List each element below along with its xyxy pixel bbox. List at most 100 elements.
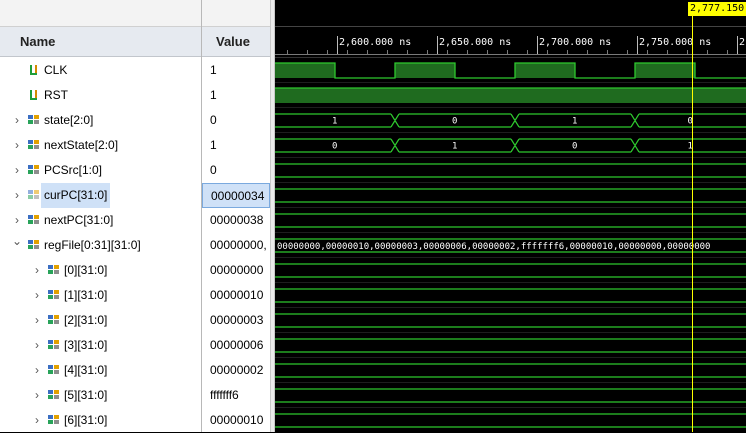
- signal-row-state-2-0[interactable]: › state[2:0]: [0, 108, 201, 133]
- signal-row-nextstate-2-0[interactable]: ›nextState[2:0]: [0, 133, 201, 158]
- signal-name: PCSrc[1:0]: [44, 163, 103, 177]
- bus-signal-icon: [28, 140, 39, 149]
- reg-0-waveform: [275, 263, 746, 278]
- value-cell[interactable]: 00000006: [202, 333, 270, 358]
- signal-value: 00000000,: [210, 238, 267, 252]
- value-cell[interactable]: 0: [202, 158, 270, 183]
- nextstate-value-label: 0: [332, 142, 337, 152]
- bus-signal-icon: [28, 240, 39, 249]
- signal-row-4-31-0[interactable]: › [4][31:0]: [0, 358, 201, 383]
- value-cell[interactable]: 00000002: [202, 358, 270, 383]
- value-cell[interactable]: 1: [202, 58, 270, 83]
- reg-4-waveform: [275, 363, 746, 378]
- signal-value: 00000002: [210, 363, 264, 377]
- clk-high-fill: [275, 63, 335, 78]
- value-cell[interactable]: 00000034: [202, 183, 270, 208]
- pane-splitter[interactable]: [270, 0, 275, 432]
- signal-name: RST: [44, 88, 68, 102]
- regfile-waveform: [275, 238, 746, 253]
- bit-signal-icon: [30, 65, 37, 75]
- state-value-label: 1: [332, 117, 337, 127]
- value-cell[interactable]: 00000000: [202, 258, 270, 283]
- reg-2-waveform: [275, 313, 746, 328]
- clk-high-fill: [395, 63, 455, 78]
- chevron-right-icon[interactable]: ›: [15, 113, 19, 127]
- signal-value: 00000000: [210, 263, 264, 277]
- cursor-time-label: 2,777.150: [688, 2, 746, 16]
- signal-value: 00000006: [210, 338, 264, 352]
- bus-signal-icon: [48, 315, 59, 324]
- rst-high-fill: [275, 88, 746, 103]
- chevron-right-icon[interactable]: ›: [35, 388, 39, 402]
- chevron-right-icon[interactable]: ›: [35, 413, 39, 427]
- signal-row-0-31-0[interactable]: › [0][31:0]: [0, 258, 201, 283]
- signal-row-rst[interactable]: RST: [0, 83, 201, 108]
- chevron-right-icon[interactable]: ›: [15, 163, 19, 177]
- chevron-right-icon[interactable]: ›: [35, 338, 39, 352]
- chevron-right-icon[interactable]: ›: [35, 263, 39, 277]
- signal-row-regfile-0-31-31-0[interactable]: ⌄regFile[0:31][31:0]: [0, 233, 201, 258]
- state-value-label: 0: [688, 117, 693, 127]
- name-header[interactable]: Name: [0, 27, 201, 57]
- signal-value: 0: [210, 163, 217, 177]
- value-cell[interactable]: 1: [202, 83, 270, 108]
- value-cell[interactable]: 1: [202, 133, 270, 158]
- signal-row-6-31-0[interactable]: ›[6][31:0]: [0, 408, 201, 433]
- value-column-toolbar: [202, 0, 270, 27]
- signal-name: [0][31:0]: [64, 263, 108, 277]
- clk-high-fill: [635, 63, 695, 78]
- signal-value: 00000010: [210, 413, 264, 427]
- bus-signal-icon: [28, 215, 39, 224]
- value-cell[interactable]: 00000003: [202, 308, 270, 333]
- signal-row-curpc-31-0[interactable]: ›curPC[31:0]: [0, 183, 201, 208]
- chevron-right-icon[interactable]: ›: [35, 313, 39, 327]
- reg-1-waveform: [275, 288, 746, 303]
- value-cell[interactable]: fffffff6: [202, 383, 270, 408]
- time-tick-label: 2,700.000 ns: [539, 37, 611, 48]
- signal-value: 1: [210, 63, 217, 77]
- chevron-right-icon[interactable]: ›: [15, 213, 19, 227]
- signal-name: [4][31:0]: [64, 363, 108, 377]
- signal-name: [5][31:0]: [64, 388, 108, 402]
- signal-row-1-31-0[interactable]: › [1][31:0]: [0, 283, 201, 308]
- nextstate-value-label: 1: [688, 142, 693, 152]
- time-tick-label: 2,600.000 ns: [339, 37, 411, 48]
- chevron-right-icon[interactable]: ›: [15, 188, 19, 202]
- value-cell[interactable]: 00000010: [202, 283, 270, 308]
- value-header[interactable]: Value: [202, 27, 270, 57]
- signal-value: 1: [210, 88, 217, 102]
- signal-value: 00000003: [210, 313, 264, 327]
- bus-signal-icon: [48, 290, 59, 299]
- nextstate-value-label: 1: [452, 142, 457, 152]
- state-value-label: 1: [572, 117, 577, 127]
- time-tick-label: 2,: [739, 37, 746, 48]
- bus-signal-icon: [28, 165, 39, 174]
- signal-name: CLK: [44, 63, 68, 77]
- bus-signal-icon: [28, 115, 39, 124]
- bus-signal-icon: [48, 365, 59, 374]
- nextstate-value-label: 0: [572, 142, 577, 152]
- signal-row-nextpc-31-0[interactable]: ›nextPC[31:0]: [0, 208, 201, 233]
- regfile-value-label: 00000000,00000010,00000003,00000006,0000…: [277, 242, 710, 252]
- chevron-right-icon[interactable]: ›: [35, 288, 39, 302]
- signal-row-2-31-0[interactable]: ›[2][31:0]: [0, 308, 201, 333]
- value-cell[interactable]: 00000000,: [202, 233, 270, 258]
- signal-row-clk[interactable]: CLK: [0, 58, 201, 83]
- signal-row-3-31-0[interactable]: ›[3][31:0]: [0, 333, 201, 358]
- signal-name: state[2:0]: [44, 113, 94, 127]
- chevron-right-icon[interactable]: ›: [15, 138, 19, 152]
- chevron-down-icon[interactable]: ⌄: [11, 234, 23, 248]
- signal-row-5-31-0[interactable]: › [5][31:0]: [0, 383, 201, 408]
- value-cell[interactable]: 00000038: [202, 208, 270, 233]
- signal-name: [1][31:0]: [64, 288, 108, 302]
- name-column-toolbar: [0, 0, 201, 27]
- reg-5-waveform: [275, 388, 746, 403]
- signal-row-pcsrc-1-0[interactable]: › PCSrc[1:0]: [0, 158, 201, 183]
- value-cell[interactable]: 0: [202, 108, 270, 133]
- value-cell[interactable]: 00000010: [202, 408, 270, 433]
- chevron-right-icon[interactable]: ›: [35, 363, 39, 377]
